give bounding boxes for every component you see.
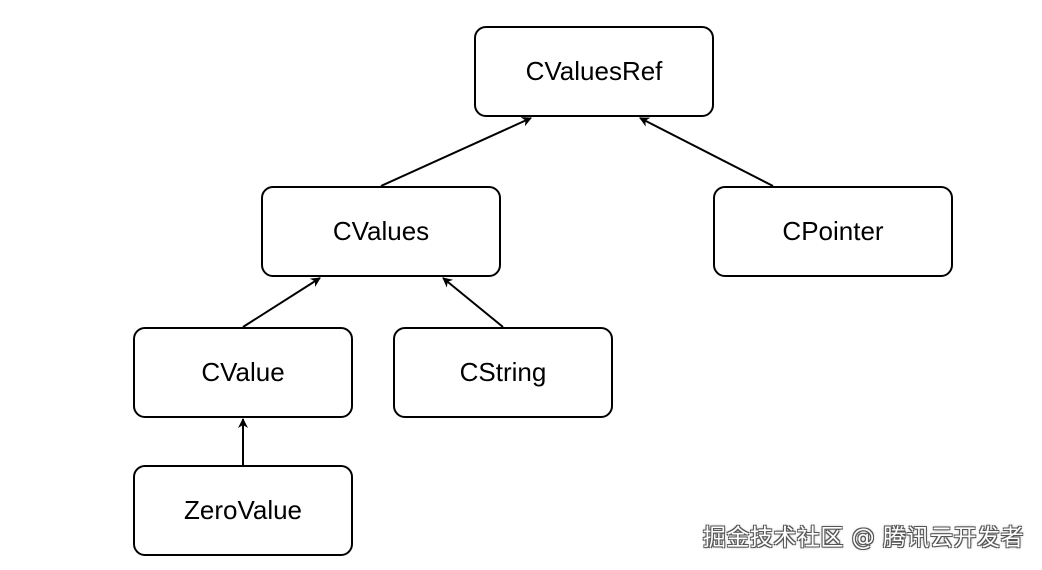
- node-zerovalue: ZeroValue: [133, 465, 353, 556]
- edge-cvalues-to-cvaluesref: [380, 117, 532, 187]
- node-label-zerovalue: ZeroValue: [183, 495, 303, 525]
- node-label-cvaluesref: CValuesRef: [525, 56, 663, 86]
- edge-cvalue-to-cvalues: [242, 277, 321, 328]
- edge-cstring-to-cvalues: [442, 277, 504, 328]
- node-cstring: CString: [393, 327, 613, 418]
- watermark-text: 掘金技术社区 @ 腾讯云开发者: [702, 525, 1024, 551]
- node-label-cvalue: CValue: [201, 357, 285, 387]
- node-label-cstring: CString: [459, 357, 547, 387]
- node-cvaluesref: CValuesRef: [474, 26, 714, 117]
- node-cpointer: CPointer: [713, 186, 953, 277]
- node-cvalue: CValue: [133, 327, 353, 418]
- node-label-cvalues: CValues: [332, 216, 430, 246]
- node-cvalues: CValues: [261, 186, 501, 277]
- node-label-cpointer: CPointer: [782, 216, 884, 246]
- edge-cpointer-to-cvaluesref: [639, 117, 774, 187]
